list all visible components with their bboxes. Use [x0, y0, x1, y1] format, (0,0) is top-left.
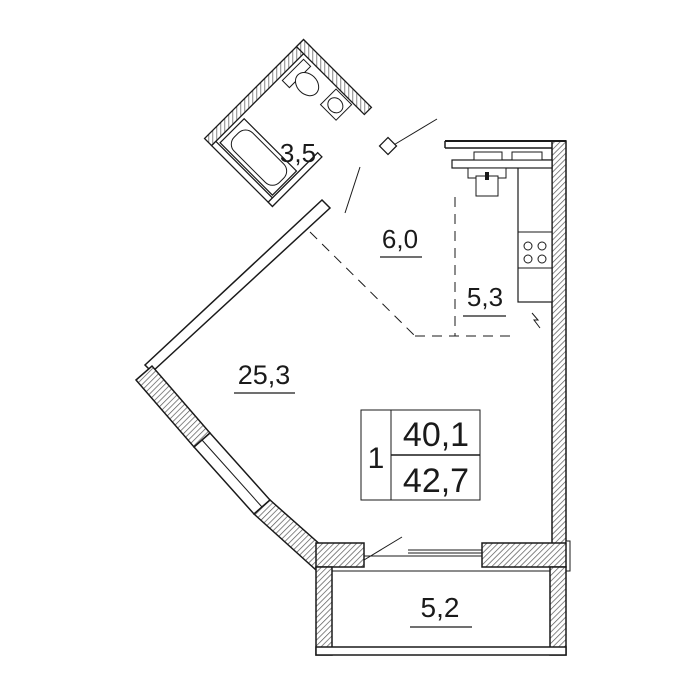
- svg-text:3,5: 3,5: [280, 138, 316, 168]
- burner-icon: [523, 241, 533, 251]
- burner-icon: [537, 254, 547, 264]
- room-label-kitchen: 5,3: [463, 282, 506, 317]
- svg-text:25,3: 25,3: [238, 360, 291, 390]
- room-label-hall: 6,0: [380, 224, 422, 258]
- room-label-balcony: 5,2: [410, 592, 472, 628]
- bathroom-door: [344, 118, 438, 214]
- balcony: [315, 542, 567, 656]
- apartment-summary: 1 40,1 42,7: [360, 409, 481, 501]
- svg-text:5,3: 5,3: [467, 282, 503, 312]
- balcony-door: [363, 536, 482, 561]
- zone-boundaries: [309, 197, 515, 337]
- burner-icon: [537, 241, 547, 251]
- room-count: 1: [368, 442, 385, 475]
- room-label-bathroom: 3,5: [280, 138, 316, 168]
- svg-text:6,0: 6,0: [382, 224, 418, 254]
- living-area-total: 40,1: [403, 416, 469, 454]
- electric-icon: [531, 312, 541, 329]
- bathroom-block: [203, 38, 373, 208]
- living-wall-diagonal-upper: [143, 198, 332, 374]
- total-area: 42,7: [403, 462, 469, 500]
- kitchen-counter: [451, 151, 553, 329]
- svg-text:5,2: 5,2: [421, 592, 460, 623]
- living-wall-diagonal-lower: [134, 364, 334, 572]
- room-label-living: 25,3: [234, 360, 295, 394]
- exterior-wall-right: [444, 140, 571, 572]
- burner-icon: [523, 254, 533, 264]
